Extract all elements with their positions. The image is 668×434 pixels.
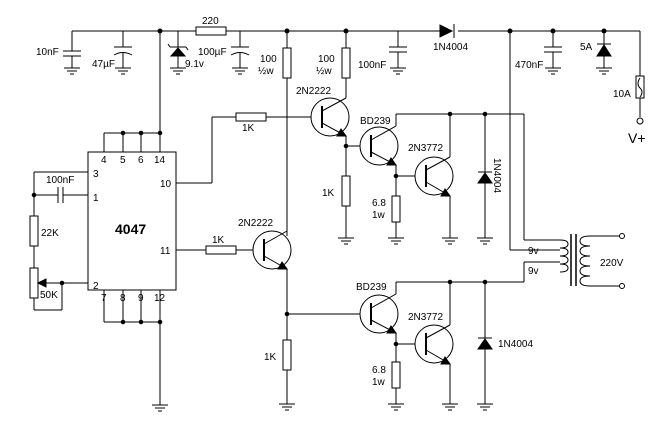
label-r220: 220 [202,16,219,27]
label-r68-top-value: 6.8 [372,198,386,209]
label-r100b-watt: ½w [316,66,332,77]
capacitor-100uf: 100µF [198,31,250,75]
capacitor-470nf: 470nF [515,28,562,75]
label-r1k-q2: 1K [212,235,225,246]
label-r68-bottom-watt: 1w [372,377,386,388]
resistor-1k-bottom: 1K [264,339,295,411]
label-pot50k: 50K [40,290,58,301]
label-r68-top-watt: 1w [372,210,386,221]
label-d1n4004-mid: 1N4004 [491,158,502,193]
label-2n3772-top: 2N3772 [408,143,443,154]
label-c470n: 470nF [515,60,543,71]
label-220v: 220V [600,258,624,269]
diode-5a: 5A [580,28,612,75]
label-c10n-left: 10nF [36,47,59,58]
transformer: 9v 9v 220V [528,233,625,289]
label-vplus: V+ [628,130,646,146]
pin-5: 5 [120,155,126,166]
label-r100a-watt: ½w [258,66,274,77]
diode-1n4004-top: 1N4004 [433,24,468,53]
pin-2: 2 [93,281,99,292]
label-c47u: 47µF [92,59,115,70]
pin-4: 4 [101,155,107,166]
q2-drive: 1K [176,235,254,255]
label-q2: 2N2222 [238,218,273,229]
label-d1n4004-top: 1N4004 [433,42,468,53]
capacitor-100nf-top: 100nF [358,31,407,75]
label-2n3772-bottom: 2N3772 [408,312,443,323]
label-9v-a: 9v [528,246,539,257]
transistor-q1-2n2222: 2N2222 [296,86,350,146]
transistor-bd239-bottom: BD239 [356,281,524,345]
timing-network: 100nF 22K 50K [29,171,88,311]
fuse-10a: 10A V+ [613,31,646,146]
resistor-1k-top: 1K [322,175,354,245]
resistor-100-a: 100 ½w [258,28,292,236]
pin-10: 10 [160,179,172,190]
pin-11: 11 [160,246,171,257]
label-zener: 9.1v [185,59,204,70]
pin-6: 6 [138,155,144,166]
pin-1: 1 [93,193,99,204]
label-r1k-q1: 1K [242,123,255,134]
capacitor-10nf-left: 10nF [36,31,81,75]
label-bd239-bottom: BD239 [356,282,387,293]
label-bd239-top: BD239 [360,116,391,127]
label-c100u: 100µF [198,47,227,58]
transistor-bd239-top: BD239 [359,113,524,177]
label-9v-b: 9v [528,266,539,277]
pin-3: 3 [93,169,99,180]
label-d5a: 5A [580,42,593,53]
label-fuse: 10A [613,89,631,100]
zener-9v1: 9.1v [167,31,204,75]
resistor-6r8-bottom: 6.8 1w [372,341,404,411]
diode-1n4004-mid: 1N4004 [477,111,502,245]
vplus-terminal[interactable] [636,117,644,125]
ic-4047: 4047 4 5 6 14 3 1 2 10 11 7 8 9 12 [87,130,177,412]
output-terminal-b[interactable] [619,283,625,289]
label-c100n-timing: 100nF [46,175,74,186]
transistor-2n3772-top: 2N3772 [408,111,458,245]
capacitor-47uf: 47µF [92,31,133,75]
label-r100b-value: 100 [318,54,335,65]
label-r100a-value: 100 [260,54,277,65]
q1-drive: 1K [176,112,312,184]
resistor-100-b: 100 ½w [316,28,351,98]
label-c100n-top: 100nF [358,60,386,71]
label-r68-bottom-value: 6.8 [372,365,386,376]
diode-1n4004-bottom: 1N4004 [477,279,533,411]
label-d1n4004-bottom: 1N4004 [498,339,533,350]
resistor-220: 220 [195,16,227,36]
label-r1k-bottom: 1K [264,352,277,363]
label-r1k-top: 1K [322,188,335,199]
output-terminal-a[interactable] [619,233,625,239]
pin-14: 14 [154,155,166,166]
label-r22k: 22K [41,228,59,239]
transistor-2n3772-bottom: 2N3772 [408,279,458,411]
chip-name: 4047 [115,221,146,237]
resistor-6r8-top: 6.8 1w [372,173,404,245]
transistor-q2-2n2222: 2N2222 [238,218,292,314]
label-q1: 2N2222 [296,86,331,97]
